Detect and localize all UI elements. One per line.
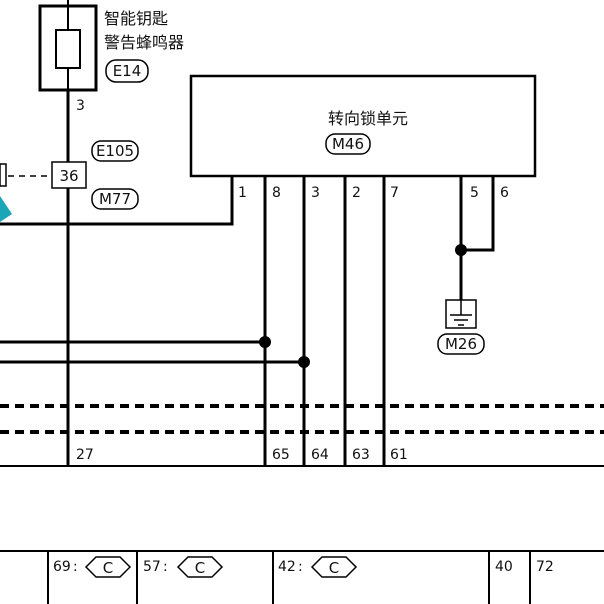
junction-dot-ground	[455, 244, 467, 256]
lower-pin-65: 65	[272, 447, 290, 463]
bottom-extra-pin-40: 40	[495, 559, 513, 575]
wire-pin-6	[461, 176, 495, 252]
continuation-arrow-icon	[0, 196, 12, 222]
junction-terminal-label: 36	[59, 167, 78, 185]
lower-pin-63: 63	[352, 447, 370, 463]
junction-connector-top-tag	[91, 140, 139, 162]
steering-lock-unit-box	[189, 74, 537, 178]
buzzer-name-line2: 警告蜂鸣器	[104, 33, 184, 52]
bottom-slot2-pin: 57	[143, 559, 161, 575]
pin-label-3: 3	[311, 185, 320, 201]
buzzer-connector-tag	[105, 59, 149, 83]
junction-dot-upper	[259, 336, 271, 348]
junction-terminal-box	[51, 161, 87, 189]
steering-lock-connector-tag	[325, 133, 371, 155]
bottom-slot1-letter: C	[103, 559, 113, 577]
junction-connector-top-label: E105	[96, 142, 134, 160]
pin-label-1: 1	[238, 185, 247, 201]
lower-pin-64: 64	[311, 447, 329, 463]
ground-connector-tag	[437, 333, 485, 355]
pin-label-7: 7	[390, 185, 399, 201]
bottom-slot1-connector-tag	[84, 556, 132, 578]
buzzer-pin-label: 3	[76, 98, 85, 114]
junction-dot-lower	[298, 356, 310, 368]
junction-connector-bottom-tag	[91, 188, 139, 210]
bottom-slot2-connector-tag	[176, 556, 224, 578]
buzzer-connector-label: E14	[113, 62, 142, 80]
pin-label-5: 5	[470, 185, 479, 201]
pin-label-6: 6	[500, 185, 509, 201]
bottom-extra-pin-72: 72	[536, 559, 554, 575]
bottom-slot1-pin: 69	[53, 559, 71, 575]
bottom-slot3-colon: :	[298, 559, 303, 575]
ground-icon	[445, 299, 477, 329]
bottom-slot1-colon: :	[73, 559, 78, 575]
buzzer-component	[38, 0, 98, 92]
pin-label-2: 2	[352, 185, 361, 201]
ground-connector-label: M26	[445, 335, 477, 353]
lower-pin-27: 27	[76, 447, 94, 463]
wire-pin-1	[0, 176, 234, 226]
bottom-slot3-pin: 42	[278, 559, 296, 575]
bottom-slot2-colon: :	[163, 559, 168, 575]
bottom-slot3-connector-tag	[310, 556, 358, 578]
lower-pin-61: 61	[390, 447, 408, 463]
junction-connector-bottom-label: M77	[99, 190, 131, 208]
bottom-slot3-letter: C	[329, 559, 339, 577]
buzzer-name-line1: 智能钥匙	[104, 9, 168, 28]
steering-lock-connector-label: M46	[332, 135, 364, 153]
bottom-slot2-letter: C	[195, 559, 205, 577]
steering-lock-name: 转向锁单元	[328, 109, 408, 128]
pin-label-8: 8	[272, 185, 281, 201]
left-connector-stub	[0, 163, 7, 187]
